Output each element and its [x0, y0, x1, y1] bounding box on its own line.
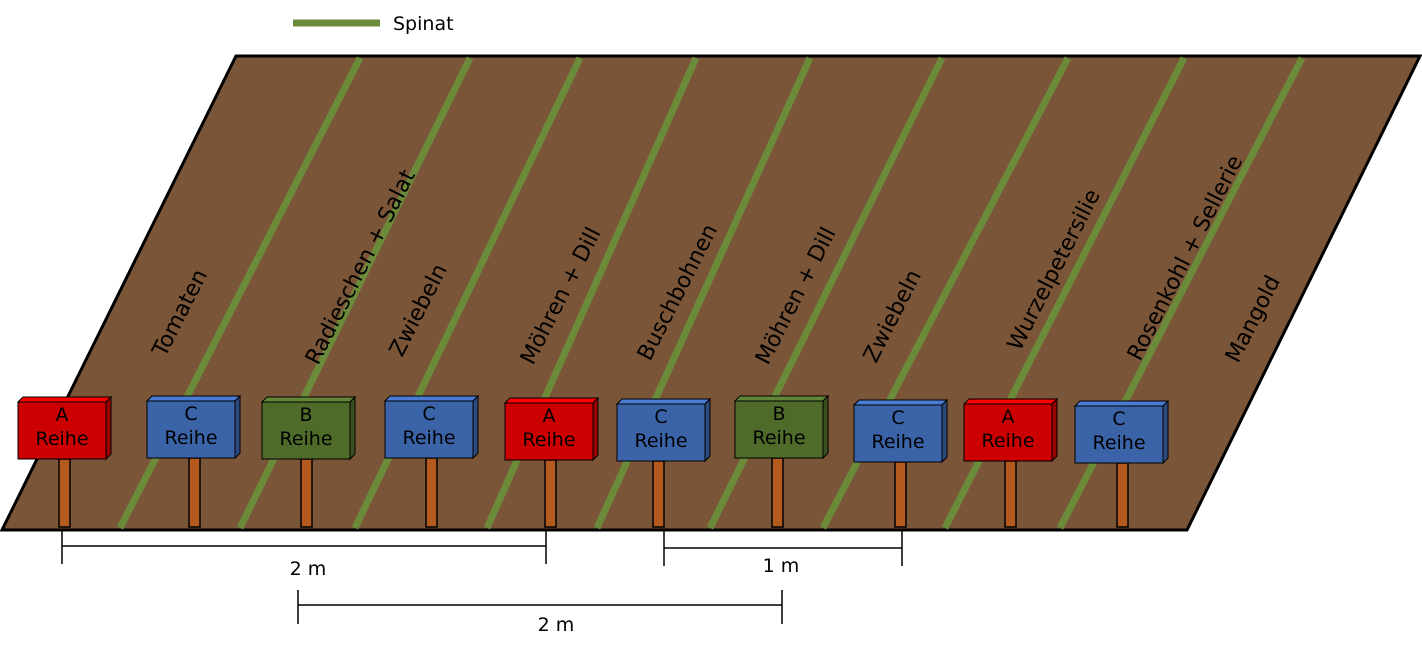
- sign-top-face: [260, 396, 357, 403]
- dimension-line: 1 m: [663, 530, 903, 577]
- sign-type-letter: B: [299, 404, 312, 426]
- sign-top-face: [615, 398, 712, 405]
- sign-side-face: [592, 396, 599, 462]
- sign-post: [894, 461, 907, 528]
- sign-front: [17, 401, 107, 460]
- sign-type-letter: A: [56, 404, 69, 426]
- sign-front: [384, 400, 474, 459]
- dimension-label: 2 m: [538, 614, 575, 636]
- sign-top-face: [962, 398, 1059, 405]
- legend: Spinat: [293, 13, 454, 35]
- legend-label: Spinat: [393, 13, 454, 35]
- sign-word: Reihe: [164, 427, 217, 449]
- sign-type-letter: B: [772, 403, 785, 425]
- sign-word: Reihe: [981, 430, 1034, 452]
- sign-side-face: [1162, 399, 1169, 465]
- sign-word: Reihe: [522, 429, 575, 451]
- sign-side-face: [349, 395, 356, 461]
- sign-front: [853, 404, 943, 463]
- dimension-lines: 2 m 1 m 2 m: [61, 530, 903, 636]
- dimension-label: 2 m: [290, 558, 327, 580]
- sign-front: [616, 403, 706, 462]
- dimension-label: 1 m: [763, 555, 800, 577]
- sign-word: Reihe: [402, 427, 455, 449]
- sign-post: [1004, 460, 1017, 528]
- sign-side-face: [822, 394, 829, 460]
- sign-type-letter: A: [1002, 406, 1015, 428]
- sign-word: Reihe: [752, 427, 805, 449]
- sign-post: [300, 458, 313, 528]
- sign-post: [544, 459, 557, 528]
- sign-type-letter: C: [891, 407, 904, 429]
- sign-side-face: [105, 395, 112, 461]
- sign-front: [1074, 405, 1164, 464]
- soil-bed: [0, 54, 1422, 532]
- row-signs: AReiheCReiheBReiheCReiheAReiheCReiheBRei…: [16, 394, 1170, 528]
- sign-post: [58, 458, 71, 528]
- sign-front: [963, 403, 1053, 462]
- sign-type-letter: A: [543, 405, 556, 427]
- dimension-line: 2 m: [61, 530, 547, 580]
- sign-type-letter: C: [184, 403, 197, 425]
- sign-post: [652, 460, 665, 528]
- sign-post: [771, 457, 784, 528]
- sign-type-letter: C: [654, 406, 667, 428]
- sign-side-face: [472, 394, 479, 460]
- sign-side-face: [941, 398, 948, 464]
- sign-top-face: [1073, 400, 1170, 407]
- sign-front: [734, 400, 824, 459]
- sign-side-face: [704, 397, 711, 463]
- sign-top-face: [852, 399, 949, 406]
- sign-side-face: [1051, 397, 1058, 463]
- sign-type-letter: C: [1112, 408, 1125, 430]
- sign-post: [1116, 462, 1129, 528]
- sign-top-face: [16, 396, 113, 403]
- sign-type-letter: C: [422, 403, 435, 425]
- sign-top-face: [503, 397, 600, 404]
- sign-word: Reihe: [1092, 432, 1145, 454]
- sign-front: [146, 400, 236, 459]
- sign-word: Reihe: [634, 430, 687, 452]
- sign-top-face: [733, 395, 830, 402]
- sign-front: [504, 402, 594, 461]
- sign-front: [261, 401, 351, 460]
- sign-side-face: [234, 394, 241, 460]
- dimension-line: 2 m: [297, 590, 783, 636]
- sign-post: [188, 457, 201, 528]
- sign-top-face: [383, 395, 480, 402]
- sign-post: [425, 457, 438, 528]
- sign-word: Reihe: [35, 428, 88, 450]
- sign-top-face: [145, 395, 242, 402]
- sign-word: Reihe: [871, 431, 924, 453]
- sign-word: Reihe: [279, 428, 332, 450]
